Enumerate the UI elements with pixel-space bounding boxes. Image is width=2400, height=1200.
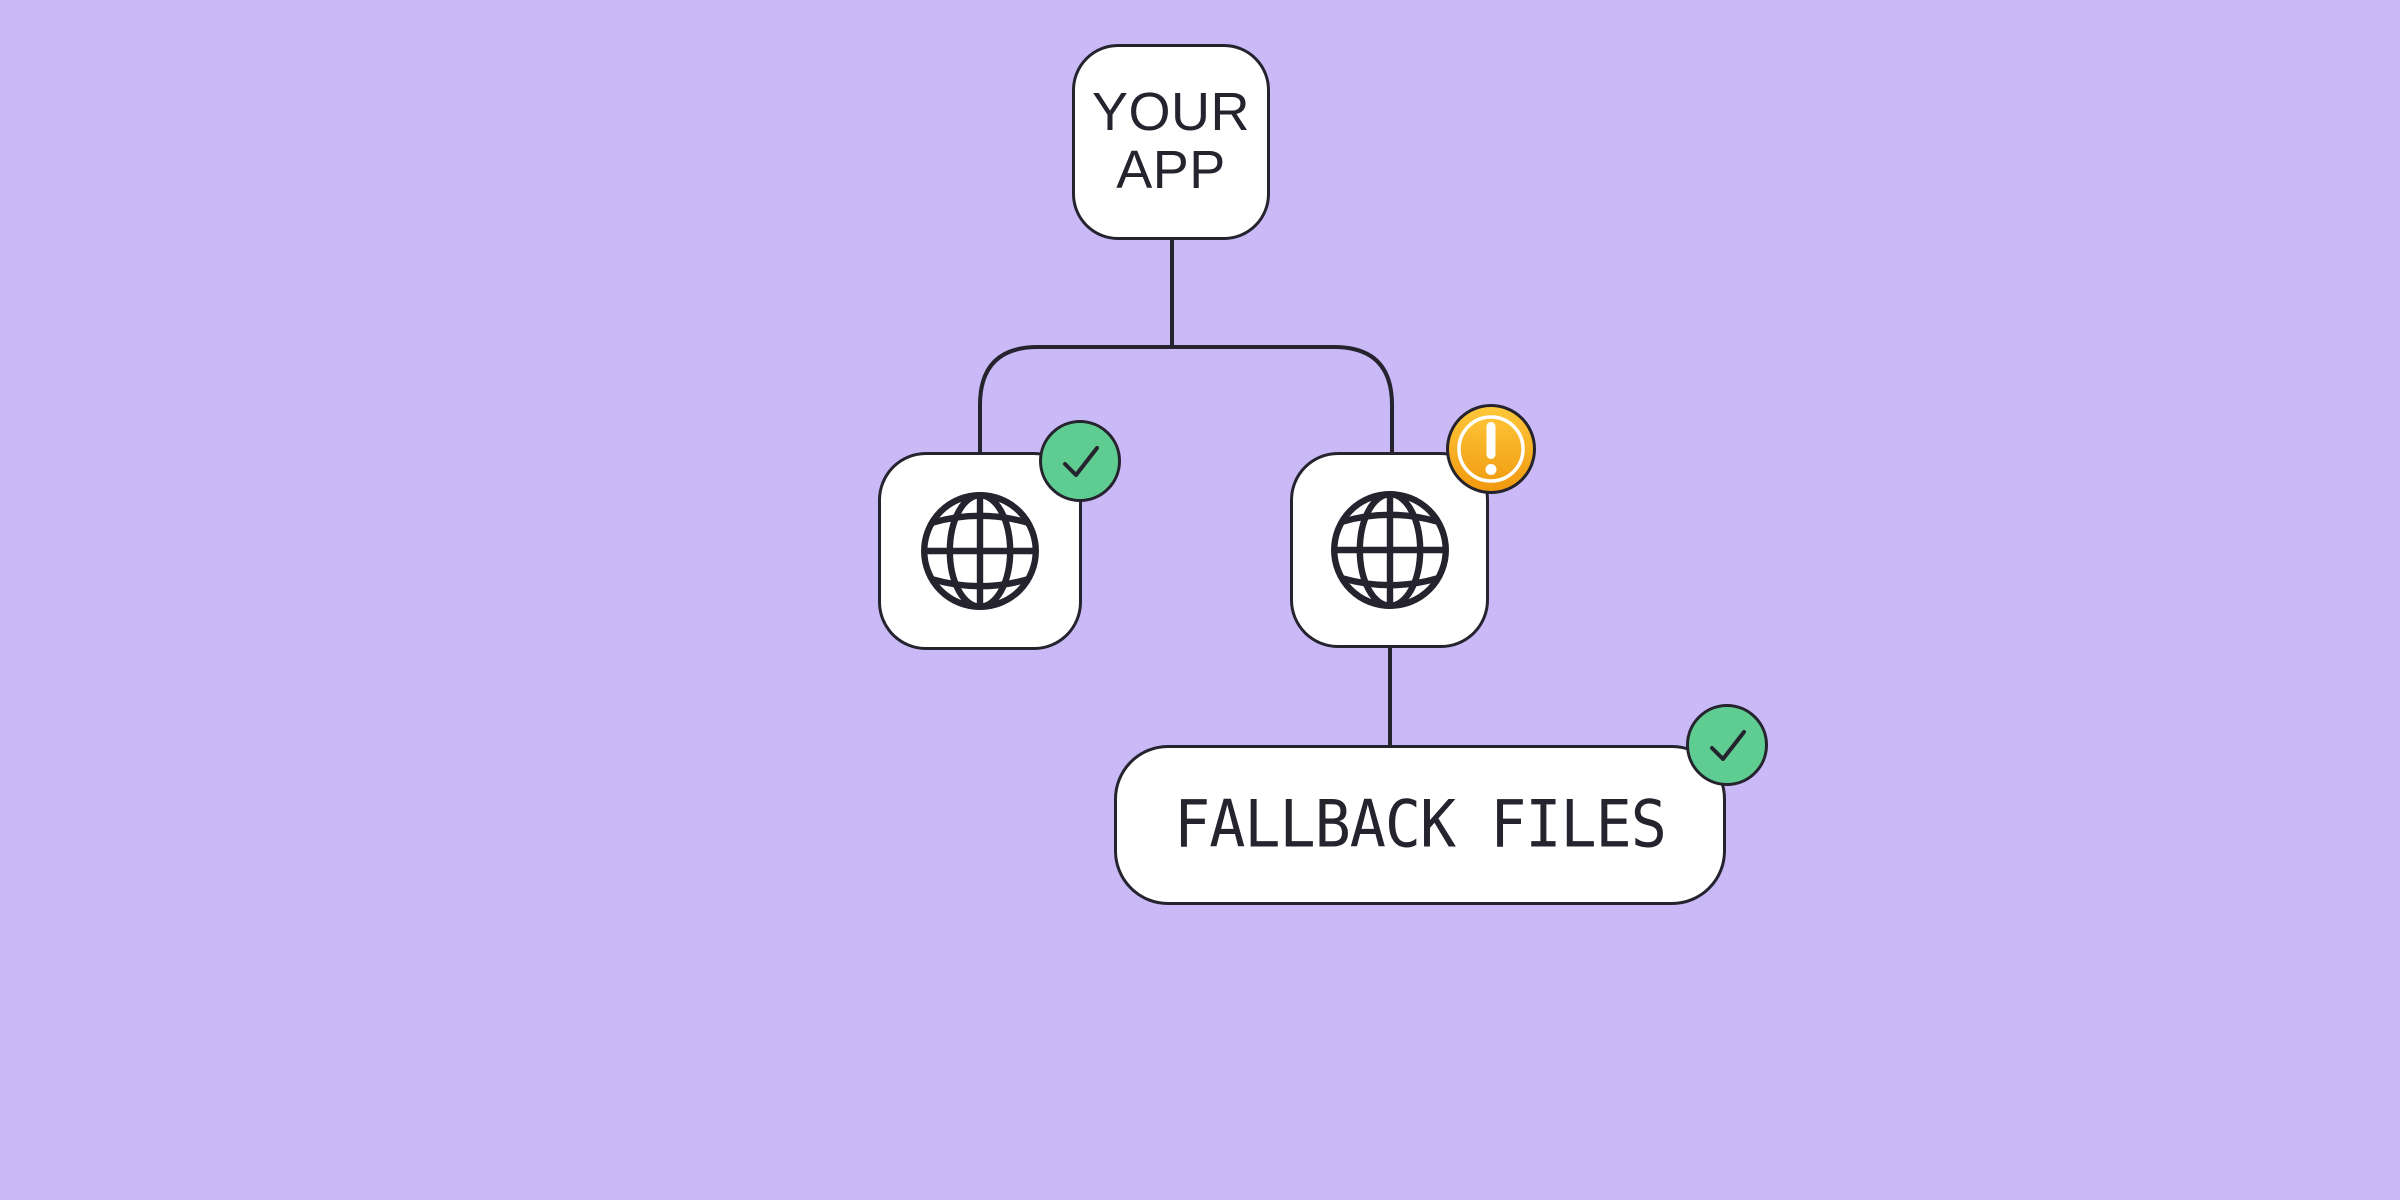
- globe-icon: [1330, 491, 1449, 609]
- app-node-label: YOUR APP: [1091, 82, 1250, 200]
- fallback-node-label: FALLBACK FILES: [1174, 787, 1667, 863]
- connector-branch: [978, 345, 1394, 452]
- check-icon: [1063, 446, 1099, 477]
- secondary-server-node: [1290, 452, 1489, 648]
- primary-server-success-badge: [1039, 420, 1121, 502]
- exclamation-icon: [1457, 415, 1525, 483]
- fallback-node: FALLBACK FILES: [1114, 745, 1726, 905]
- check-icon: [1710, 730, 1746, 761]
- app-node: YOUR APP: [1072, 44, 1270, 240]
- globe-icon: [921, 492, 1039, 610]
- fallback-success-badge: [1686, 704, 1768, 786]
- secondary-server-warning-badge: [1446, 404, 1536, 494]
